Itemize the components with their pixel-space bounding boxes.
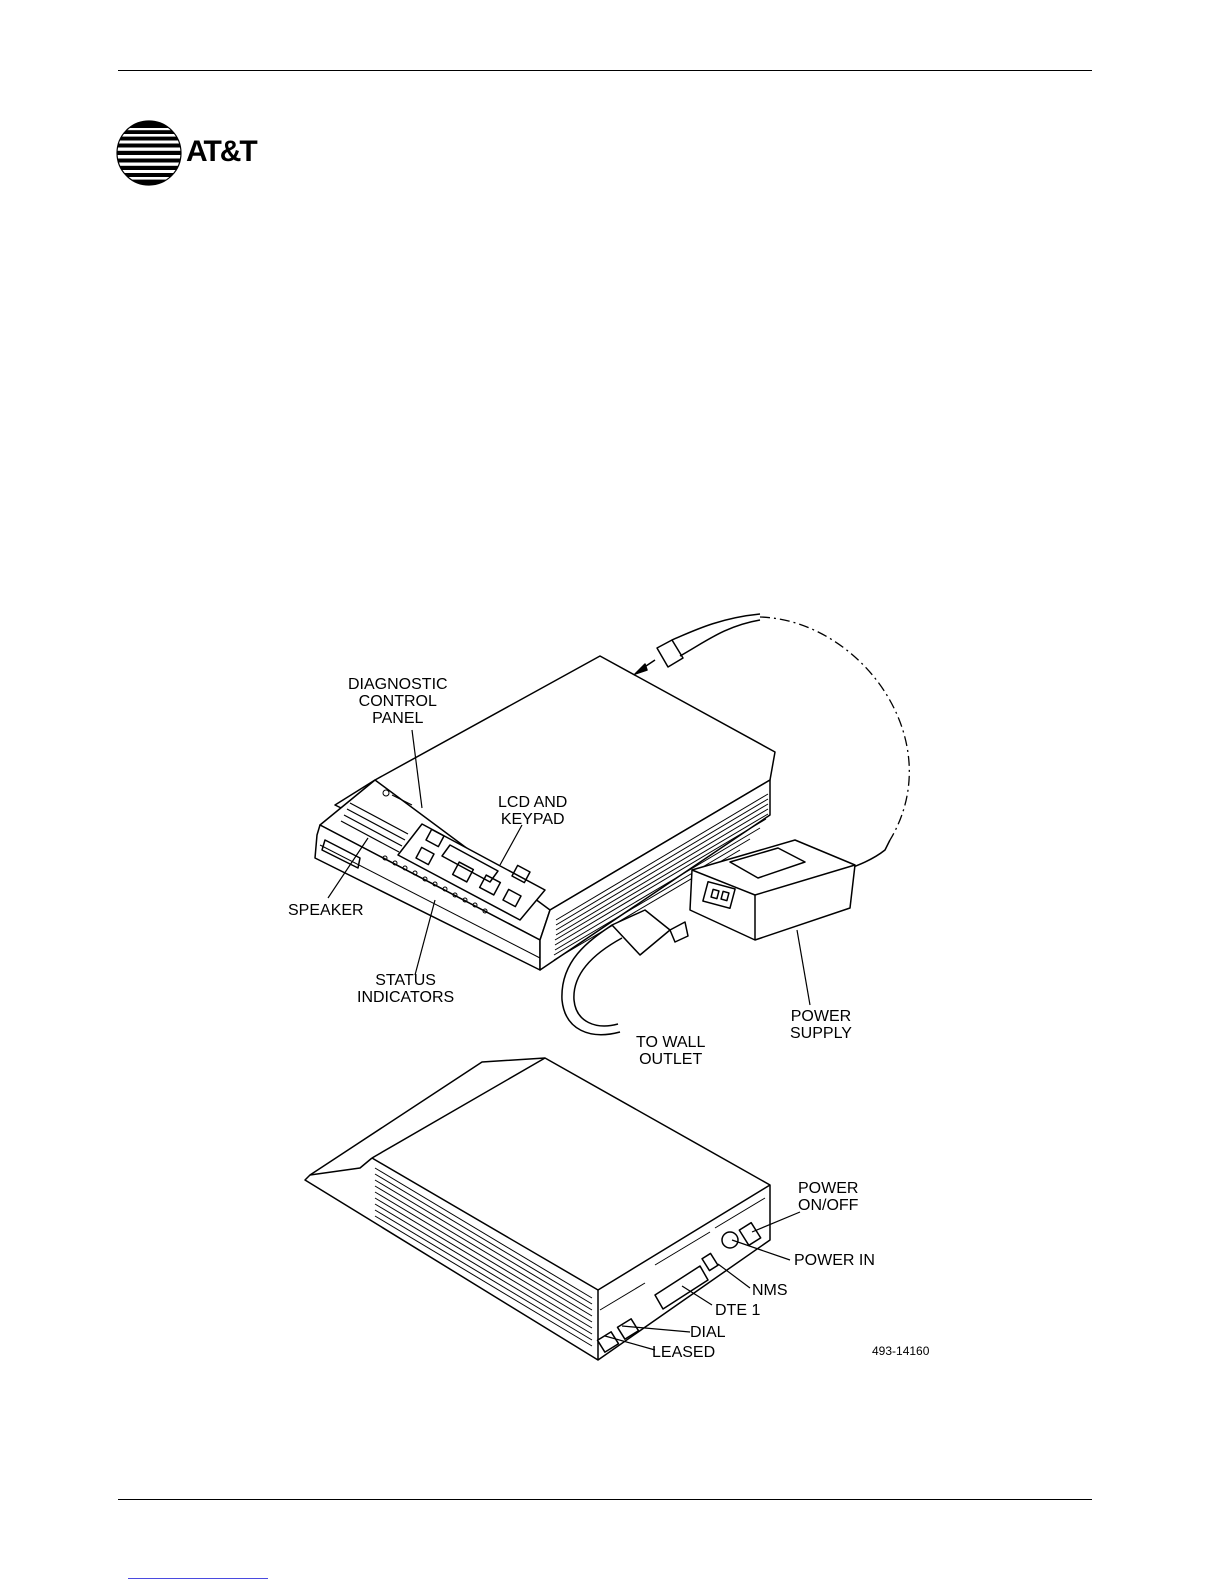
- label-dial: DIAL: [690, 1324, 726, 1341]
- label-power-in: POWER IN: [794, 1252, 875, 1269]
- logo-wordmark: AT&T: [186, 135, 256, 169]
- header-rule: [118, 70, 1092, 71]
- label-power-supply: POWER SUPPLY: [790, 1008, 852, 1042]
- modem-rear-view: [305, 1058, 770, 1360]
- label-lcd-and-keypad: LCD AND KEYPAD: [498, 794, 567, 828]
- label-diagnostic-control-panel: DIAGNOSTIC CONTROL PANEL: [348, 676, 448, 727]
- footer-link-underline[interactable]: [128, 1578, 268, 1579]
- label-dte-1: DTE 1: [715, 1302, 760, 1319]
- att-globe-icon: [116, 120, 182, 186]
- label-leased: LEASED: [652, 1344, 715, 1361]
- att-logo: AT&T: [116, 120, 266, 186]
- label-status-indicators: STATUS INDICATORS: [357, 972, 454, 1006]
- footer-rule: [118, 1499, 1092, 1500]
- label-power-on-off: POWER ON/OFF: [798, 1180, 858, 1214]
- label-to-wall-outlet: TO WALL OUTLET: [636, 1034, 705, 1068]
- label-nms: NMS: [752, 1282, 788, 1299]
- modem-illustration: DIAGNOSTIC CONTROL PANEL LCD AND KEYPAD …: [300, 600, 940, 1380]
- figure-id: 493-14160: [872, 1344, 929, 1358]
- label-speaker: SPEAKER: [288, 902, 364, 919]
